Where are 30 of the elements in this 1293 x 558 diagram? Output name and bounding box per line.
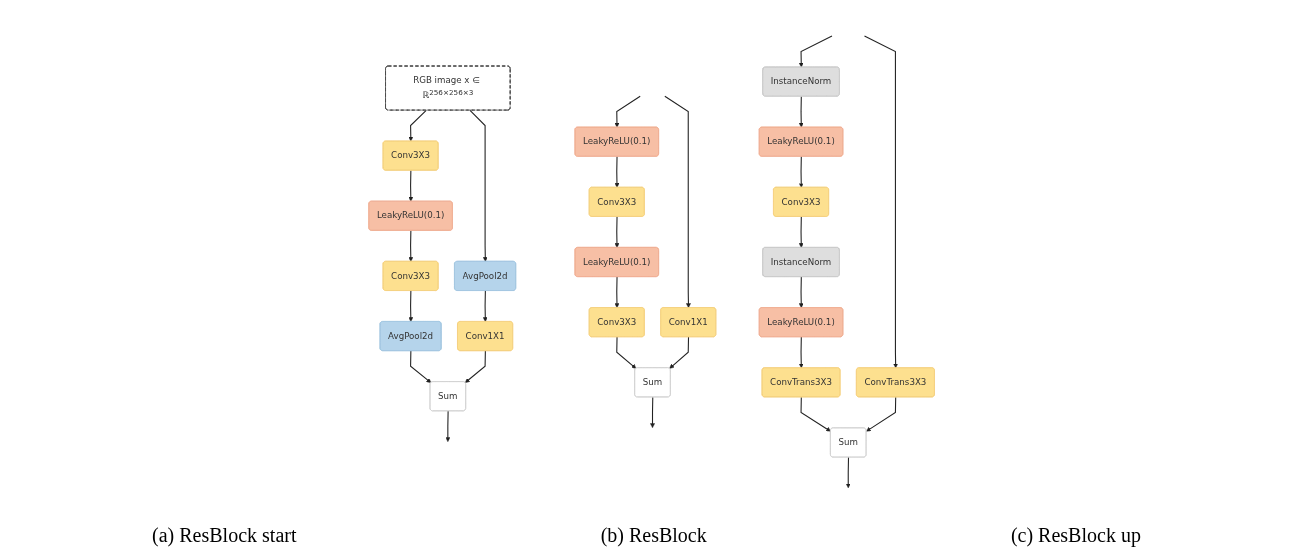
- arrow: [616, 336, 637, 369]
- arrow: [798, 95, 804, 128]
- arrow: [408, 169, 414, 202]
- arrow: [664, 95, 691, 308]
- arrow: [469, 109, 488, 262]
- caption-label: (b) ResBlock: [600, 524, 707, 549]
- arrow: [465, 350, 486, 383]
- arrow: [410, 350, 432, 383]
- arrow: [798, 156, 804, 188]
- arrow: [798, 336, 804, 369]
- arrow: [614, 95, 641, 128]
- caption-label: (c) ResBlock up: [1010, 524, 1141, 549]
- arrow: [614, 156, 620, 188]
- arrow: [482, 290, 488, 322]
- arrow: [408, 109, 427, 142]
- arrow: [798, 276, 804, 308]
- arrow: [650, 396, 655, 429]
- arrow: [798, 216, 804, 248]
- arrow: [445, 410, 451, 442]
- arrow: [863, 35, 898, 369]
- caption-label: (a) ResBlock start: [152, 524, 297, 549]
- arrow: [866, 396, 897, 432]
- arrow: [408, 290, 414, 322]
- arrow: [669, 336, 690, 369]
- arrow: [614, 276, 620, 308]
- arrow: [614, 216, 620, 248]
- arrow: [408, 230, 414, 262]
- arrow: [800, 396, 831, 432]
- arrow: [798, 35, 833, 68]
- arrow: [845, 456, 851, 489]
